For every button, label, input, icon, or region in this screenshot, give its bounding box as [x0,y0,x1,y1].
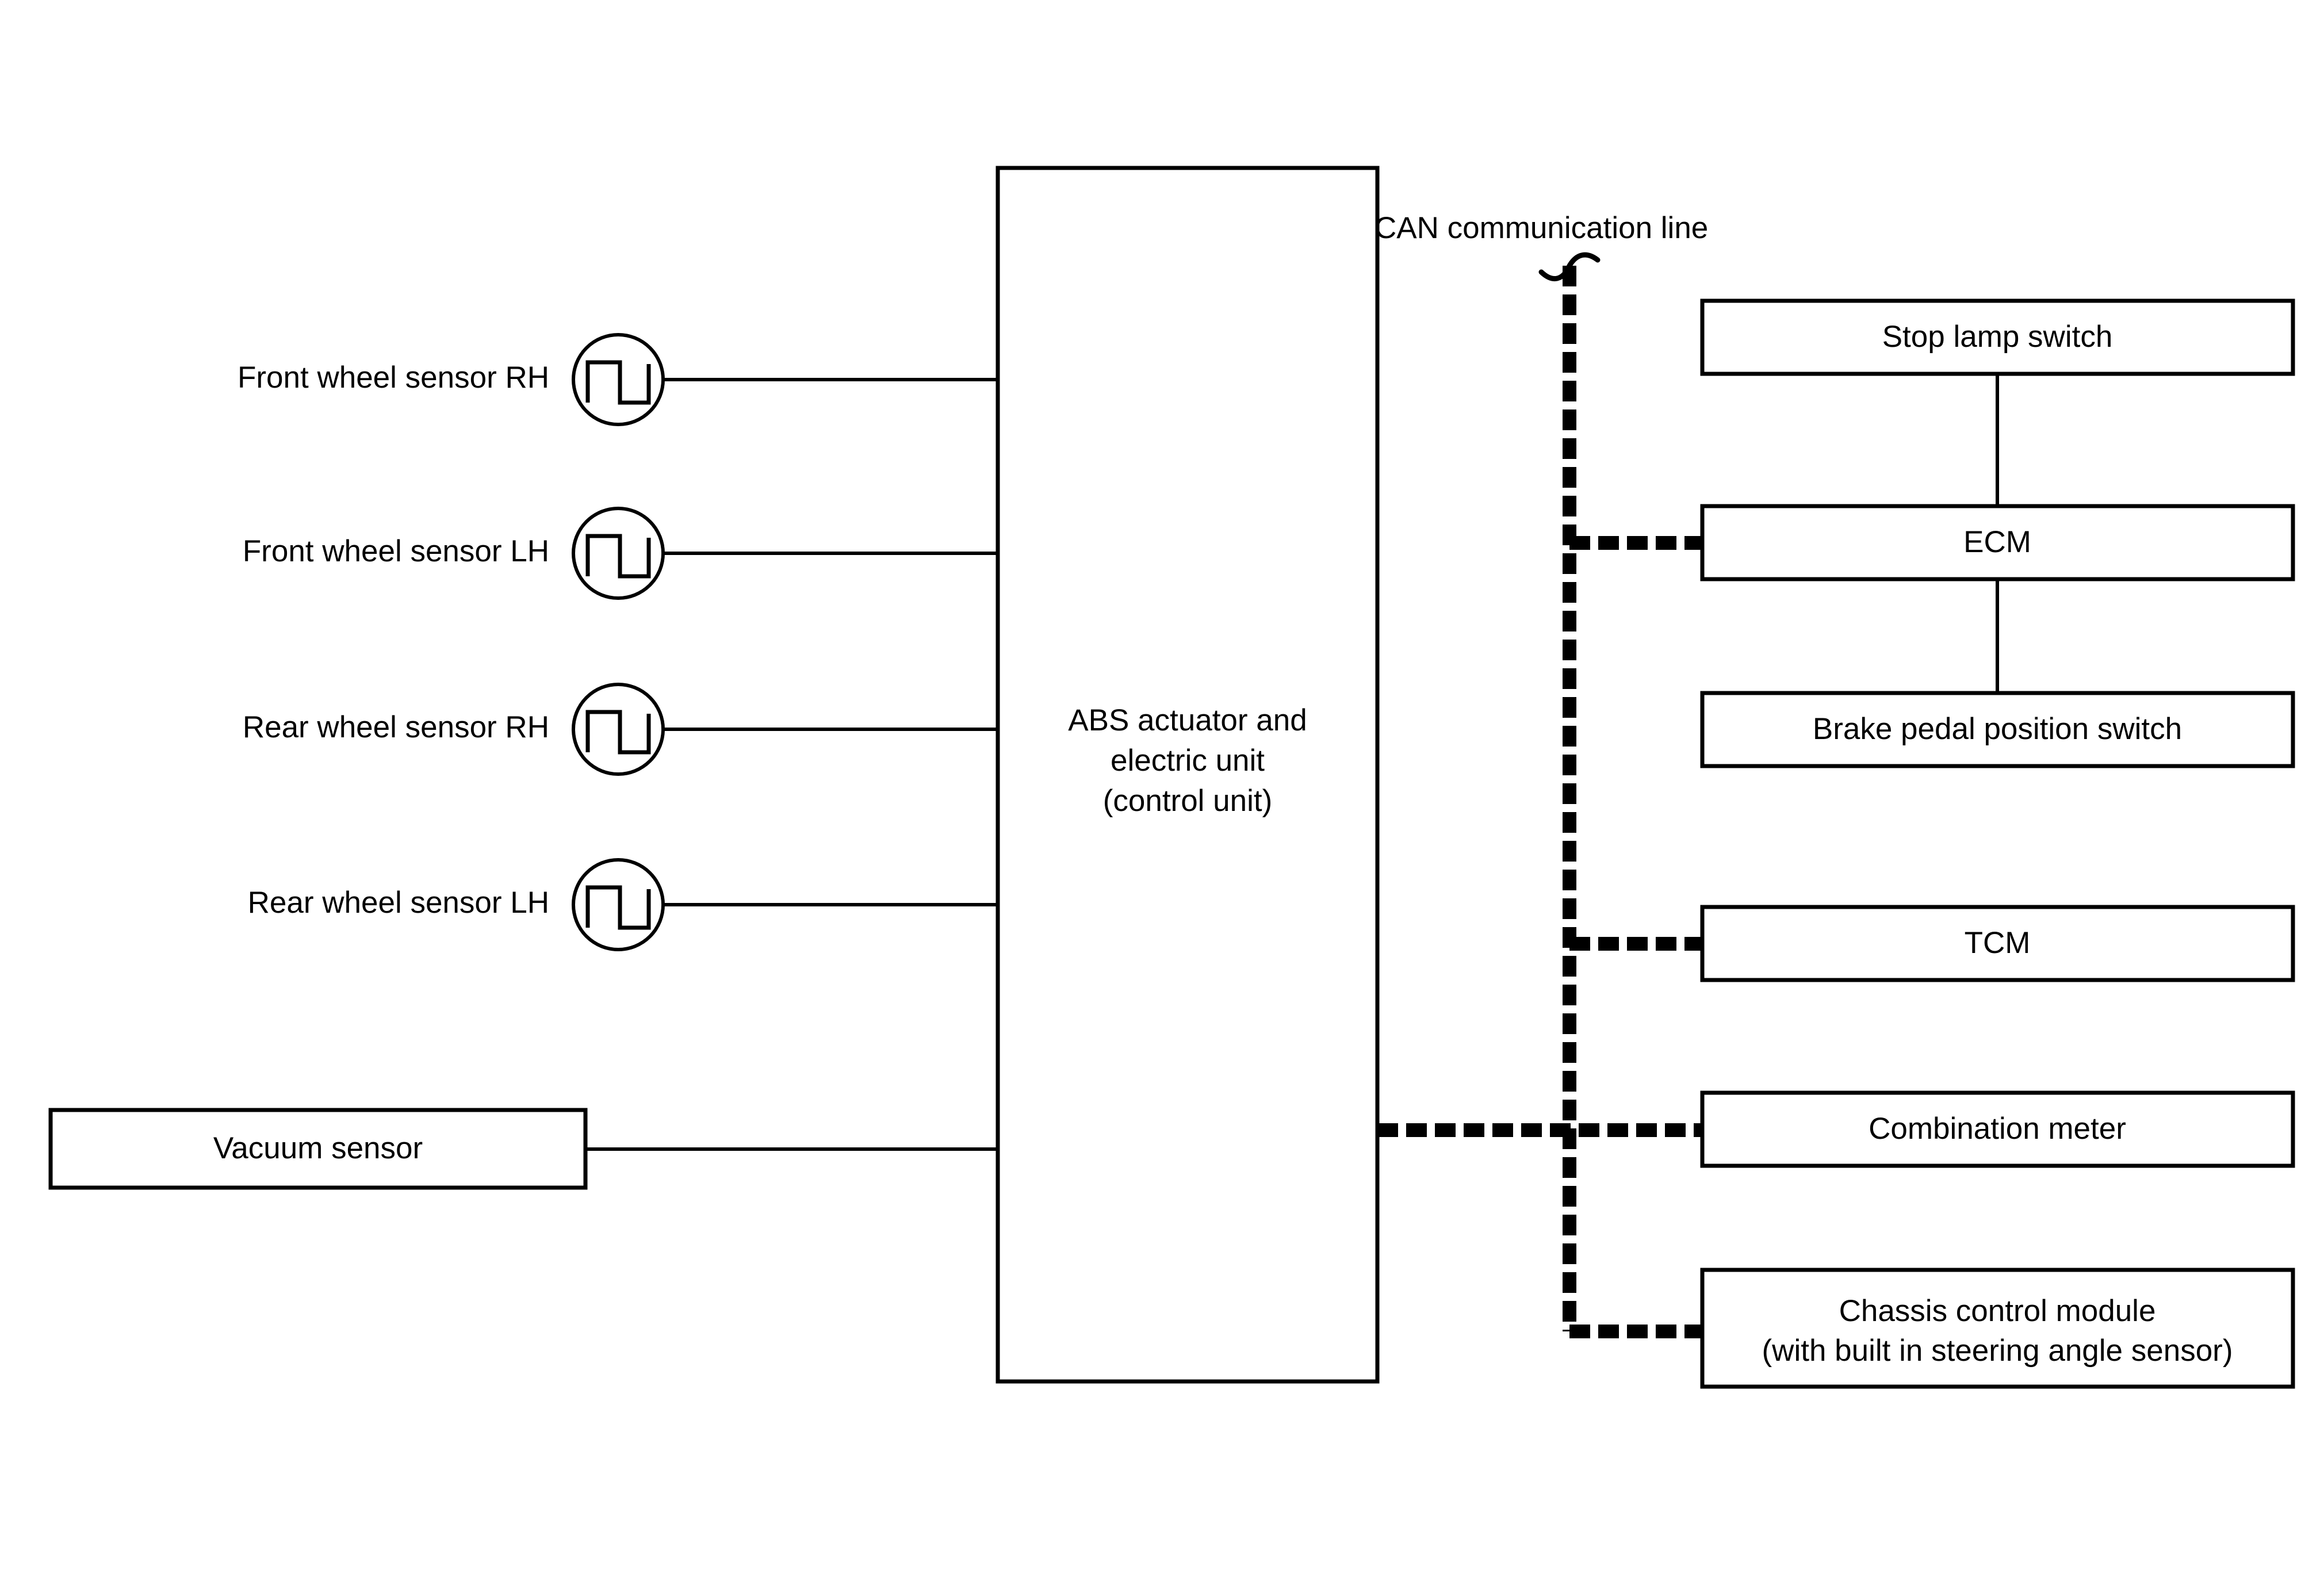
sensor-label-front-lh: Front wheel sensor LH [243,534,549,568]
combination-meter-label: Combination meter [1869,1112,2126,1146]
abs-control-unit-label-line2: electric unit [1111,744,1265,778]
square-wave-glyph [585,885,651,930]
square-wave-glyph [585,710,651,755]
abs-control-unit-node[interactable]: ABS actuator and electric unit (control … [996,166,1380,1384]
tcm-label: TCM [1965,926,2031,960]
sensor-symbol-rear-lh [572,858,665,951]
abs-control-unit-box[interactable] [996,166,1380,1384]
can-line-squiggle-terminator [1538,252,1601,281]
square-wave-glyph [585,360,651,405]
sensor-label-rear-lh: Rear wheel sensor LH [248,886,549,920]
combination-meter-node[interactable]: Combination meter [1700,1090,2295,1168]
brake-pedal-position-switch-node[interactable]: Brake pedal position switch [1700,691,2295,768]
brake-pedal-position-switch-box[interactable] [1700,691,2295,768]
chassis-control-module-node[interactable]: Chassis control module (with built in st… [1700,1268,2295,1389]
stop-lamp-switch-box[interactable] [1700,298,2295,376]
sensor-label-front-rh: Front wheel sensor RH [238,361,549,395]
stop-lamp-switch-label: Stop lamp switch [1882,320,2113,354]
vacuum-sensor-node[interactable]: Vacuum sensor [48,1108,588,1190]
chassis-control-module-label-line1: Chassis control module [1839,1294,2156,1328]
brake-pedal-position-switch-label: Brake pedal position switch [1813,712,2182,746]
ecm-node[interactable]: ECM [1700,504,2295,581]
stop-lamp-switch-node[interactable]: Stop lamp switch [1700,298,2295,376]
vacuum-sensor-label: Vacuum sensor [213,1131,423,1165]
sensor-symbol-rear-rh [572,683,665,776]
ecm-box[interactable] [1700,504,2295,581]
tcm-box[interactable] [1700,905,2295,982]
sensor-label-rear-rh: Rear wheel sensor RH [243,710,549,744]
sensor-symbol-front-lh [572,507,665,600]
sensor-symbol-front-rh [572,333,665,426]
can-communication-line-label: CAN communication line [1375,211,1708,245]
square-wave-glyph [585,534,651,579]
abs-control-unit-label-line3: (control unit) [1103,784,1273,818]
chassis-control-module-label-line2: (with built in steering angle sensor) [1762,1334,2233,1368]
combination-meter-box[interactable] [1700,1090,2295,1168]
ecm-label: ECM [1963,525,2031,559]
abs-control-unit-label-line1: ABS actuator and [1068,703,1307,737]
chassis-control-module-box[interactable] [1700,1268,2295,1389]
tcm-node[interactable]: TCM [1700,905,2295,982]
vacuum-sensor-box[interactable] [48,1108,588,1190]
